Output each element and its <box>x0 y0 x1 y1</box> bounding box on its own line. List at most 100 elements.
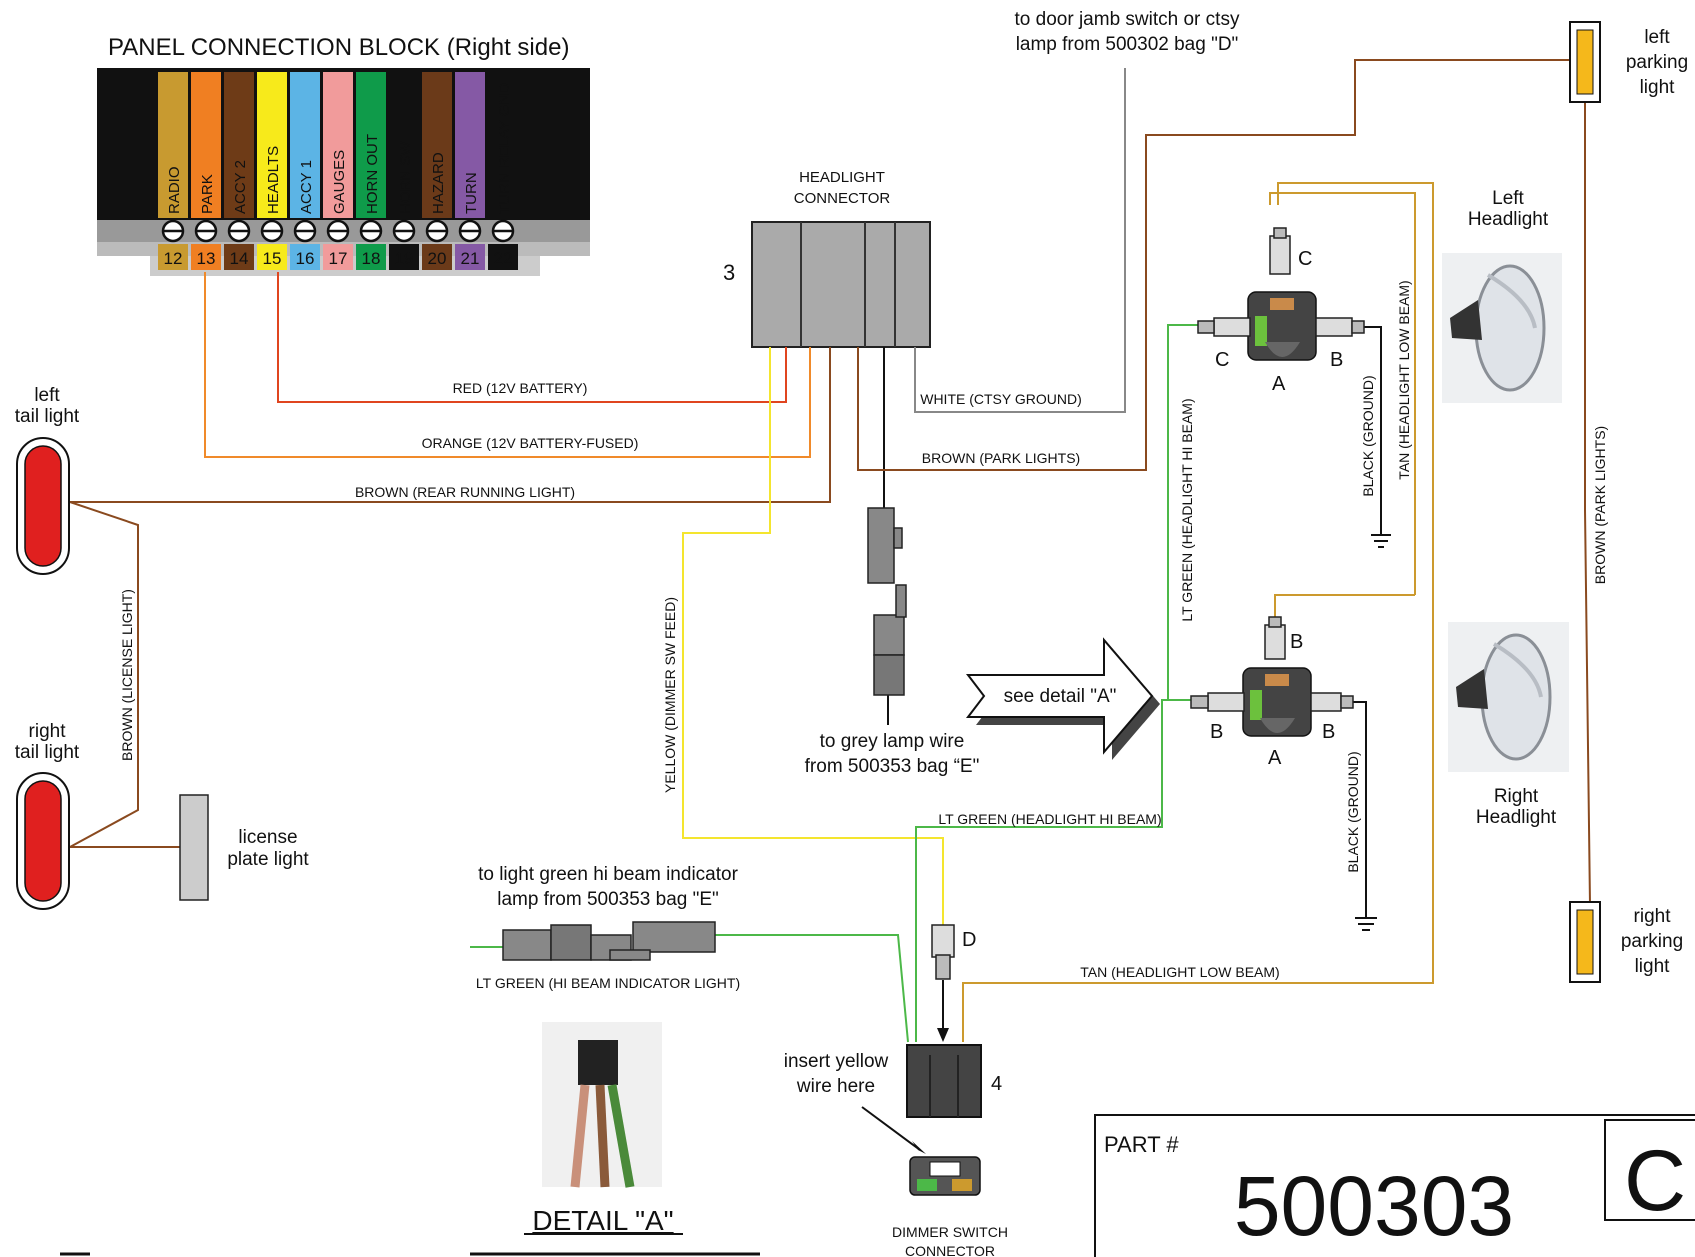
wire-brown-rear <box>70 347 831 503</box>
note-see-detail: see detail "A" <box>1004 686 1117 707</box>
left-parking-label-2: parking <box>1626 52 1688 73</box>
terminal-number-20: 20 <box>428 249 447 268</box>
wire-tan <box>962 182 1434 1042</box>
see-detail-arrow <box>965 637 1160 760</box>
terminal-tile-15 <box>257 244 287 270</box>
part-label: PART # <box>1104 1132 1179 1157</box>
dimmer-pin-label: D <box>962 929 976 951</box>
headlight-connector-number: 3 <box>723 260 735 285</box>
terminal-tile-17 <box>323 244 353 270</box>
label-brown-license: BROWN (LICENSE LIGHT) <box>119 589 135 761</box>
label-red: RED (12V BATTERY) <box>453 380 588 396</box>
terminal-tile-14 <box>224 244 254 270</box>
grey-lamp-connector <box>867 507 907 696</box>
terminal-name-13: PARK <box>199 174 216 214</box>
wire-brown-license <box>69 501 180 848</box>
terminal-number-13: 13 <box>197 249 216 268</box>
detail-a-label: DETAIL "A" <box>532 1205 673 1236</box>
label-brown-park-vertical: BROWN (PARK LIGHTS) <box>1592 426 1608 584</box>
terminal-number-17: 17 <box>329 249 348 268</box>
terminal-band-22 <box>488 72 518 218</box>
right-parking-light <box>1569 901 1601 983</box>
dimmer-switch-connector <box>909 1156 981 1196</box>
right-tail-label-2: tail light <box>15 742 80 763</box>
bottom-socket-pin-center: A <box>1268 747 1282 769</box>
terminal-name-19: HORN SW <box>397 141 414 214</box>
note-indicator-2: lamp from 500353 bag "E" <box>497 889 719 910</box>
terminal-band-20 <box>422 72 452 218</box>
label-ltgreen-vertical: LT GREEN (HEADLIGHT HI BEAM) <box>1179 398 1195 621</box>
left-tail-label-2: tail light <box>15 406 80 427</box>
terminal-tile-12 <box>158 244 188 270</box>
dimmer-pin <box>931 924 955 980</box>
terminal-tile-13 <box>191 244 221 270</box>
right-parking-label-1: right <box>1634 906 1672 927</box>
left-headlight-label-1: Left <box>1492 188 1524 209</box>
bottom-socket <box>1190 616 1354 737</box>
terminal-band-16 <box>290 72 320 218</box>
terminal-tile-22 <box>488 244 518 270</box>
terminal-name-16: ACCY 1 <box>298 160 315 214</box>
panel-title: PANEL CONNECTION BLOCK (Right side) <box>108 34 569 61</box>
terminal-number-12: 12 <box>164 249 183 268</box>
top-socket <box>1197 227 1365 361</box>
terminal-band-13 <box>191 72 221 218</box>
headlight-connector <box>751 221 931 348</box>
terminal-name-14: ACCY 2 <box>232 160 249 214</box>
label-tan-vertical: TAN (HEADLIGHT LOW BEAM) <box>1396 280 1412 479</box>
terminal-tile-20 <box>422 244 452 270</box>
terminal-name-20: HAZARD <box>430 152 447 214</box>
license-plate-light <box>179 794 209 901</box>
terminal-band-12 <box>158 72 188 218</box>
wire-orange <box>204 272 811 458</box>
note-indicator-1: to light green hi beam indicator <box>478 864 738 885</box>
indicator-connector <box>502 921 716 961</box>
label-yellow: YELLOW (DIMMER SW FEED) <box>662 597 678 793</box>
label-black-top: BLACK (GROUND) <box>1360 375 1376 496</box>
terminal-name-12: RADIO <box>166 166 183 214</box>
license-label-2: plate light <box>227 849 309 870</box>
dimmer-number: 4 <box>991 1073 1002 1095</box>
label-tan-horizontal: TAN (HEADLIGHT LOW BEAM) <box>1080 964 1279 980</box>
label-brown-park: BROWN (PARK LIGHTS) <box>922 450 1080 466</box>
headlight-connector-title-1: HEADLIGHT <box>799 169 885 186</box>
top-socket-pin-right: B <box>1330 349 1343 371</box>
terminal-band-19 <box>389 72 419 218</box>
dimmer-insert-arrow <box>937 980 949 1042</box>
right-headlight-photo <box>1448 622 1569 772</box>
wire-yellow <box>682 347 944 925</box>
terminal-band-15 <box>257 72 287 218</box>
wire-brown-park-vertical <box>1584 100 1591 906</box>
right-headlight-label-1: Right <box>1494 786 1539 807</box>
dimmer-label-2: CONNECTOR <box>905 1243 995 1257</box>
wire-red <box>277 272 787 403</box>
wire-ltgreen <box>915 324 1198 1042</box>
dimmer-label-1: DIMMER SWITCH <box>892 1224 1008 1240</box>
left-headlight-photo <box>1442 253 1562 403</box>
terminal-number-18: 18 <box>362 249 381 268</box>
note-door-1: to door jamb switch or ctsy <box>1015 9 1240 30</box>
part-rev: C <box>1624 1133 1686 1229</box>
wire-black-ground-top <box>1363 326 1382 535</box>
right-tail-light <box>16 772 70 910</box>
wire-white <box>914 68 1126 413</box>
label-white: WHITE (CTSY GROUND) <box>920 391 1082 407</box>
terminal-band-17 <box>323 72 353 218</box>
headlight-connector-title-2: CONNECTOR <box>794 190 891 207</box>
bottom-socket-pin-left: B <box>1210 721 1223 743</box>
note-grey-2: from 500353 bag “E" <box>805 756 980 777</box>
left-parking-label-3: light <box>1640 77 1676 98</box>
terminal-band-18 <box>356 72 386 218</box>
detail-a-photo <box>542 1022 662 1188</box>
terminal-number-16: 16 <box>296 249 315 268</box>
dimmer-pointer-arrow <box>861 1106 926 1154</box>
part-number: 500303 <box>1234 1159 1514 1253</box>
dimmer-insert-2: wire here <box>796 1076 875 1097</box>
label-ltgreen-indicator: LT GREEN (HI BEAM INDICATOR LIGHT) <box>476 975 740 991</box>
left-tail-label-1: left <box>34 385 60 406</box>
terminal-tile-19 <box>389 244 419 270</box>
wire-brown-park <box>857 59 1570 471</box>
right-parking-label-2: parking <box>1621 931 1683 952</box>
